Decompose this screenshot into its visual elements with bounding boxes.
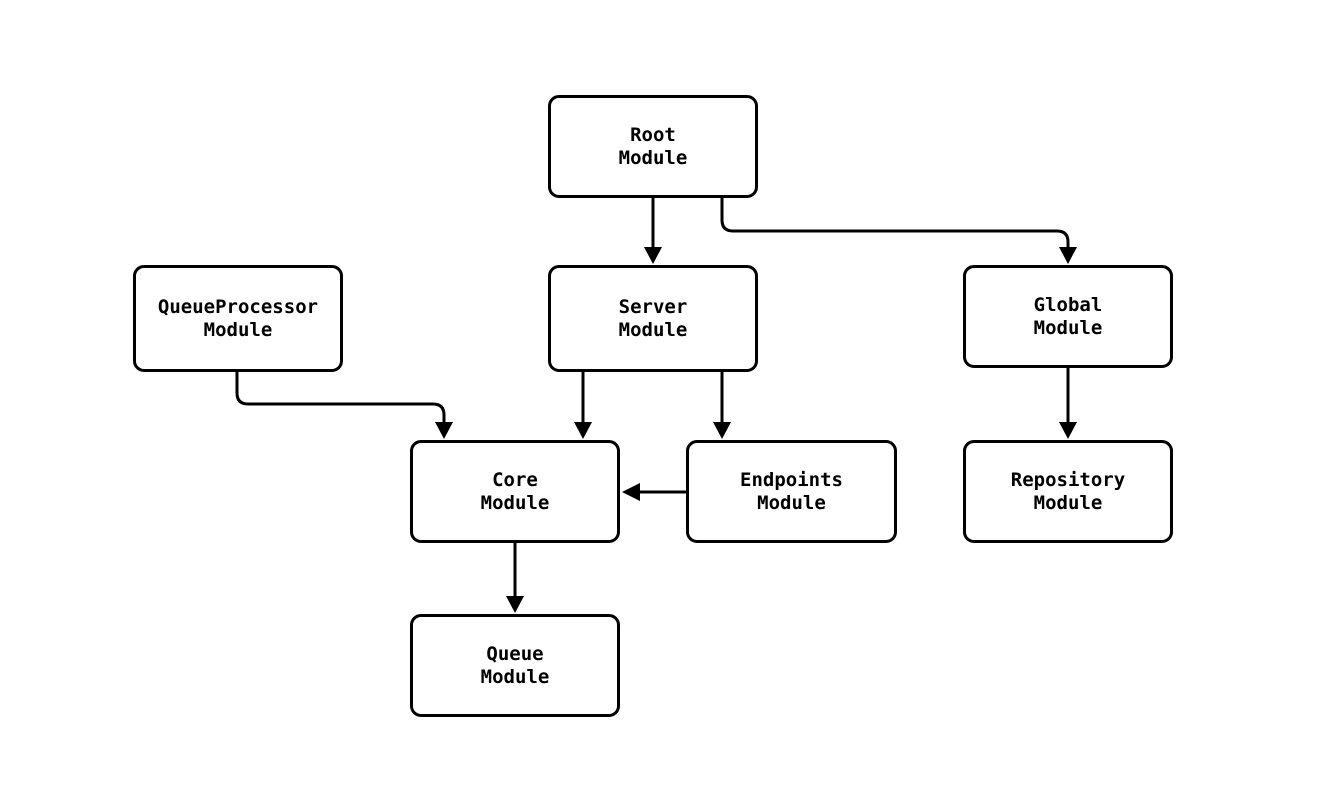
edge-server-to-core	[574, 372, 592, 439]
edge-core-to-queue	[506, 543, 524, 613]
edge-global-to-repository	[1059, 368, 1077, 439]
node-server-module[interactable]: Server Module	[548, 265, 758, 372]
node-repository-module-label: Repository Module	[1010, 468, 1126, 514]
node-global-module-label: Global Module	[1033, 293, 1103, 339]
edge-root-to-global	[720, 198, 1077, 264]
node-core-module-label: Core Module	[480, 468, 550, 514]
node-repository-module[interactable]: Repository Module	[963, 440, 1173, 543]
node-root-module[interactable]: Root Module	[548, 95, 758, 198]
node-endpoints-module-label: Endpoints Module	[740, 468, 843, 514]
node-queue-module[interactable]: Queue Module	[410, 614, 620, 717]
node-global-module[interactable]: Global Module	[963, 265, 1173, 368]
node-endpoints-module[interactable]: Endpoints Module	[686, 440, 897, 543]
edge-queueprocessor-to-core	[235, 372, 453, 439]
node-queueprocessor-module-label: QueueProcessor Module	[157, 295, 319, 341]
node-server-module-label: Server Module	[618, 295, 688, 341]
node-root-module-label: Root Module	[618, 123, 688, 169]
edge-endpoints-to-core	[622, 483, 686, 501]
edge-root-to-server	[644, 198, 662, 264]
edge-server-to-endpoints	[713, 372, 731, 439]
node-core-module[interactable]: Core Module	[410, 440, 620, 543]
node-queue-module-label: Queue Module	[480, 642, 550, 688]
node-queueprocessor-module[interactable]: QueueProcessor Module	[133, 265, 343, 372]
